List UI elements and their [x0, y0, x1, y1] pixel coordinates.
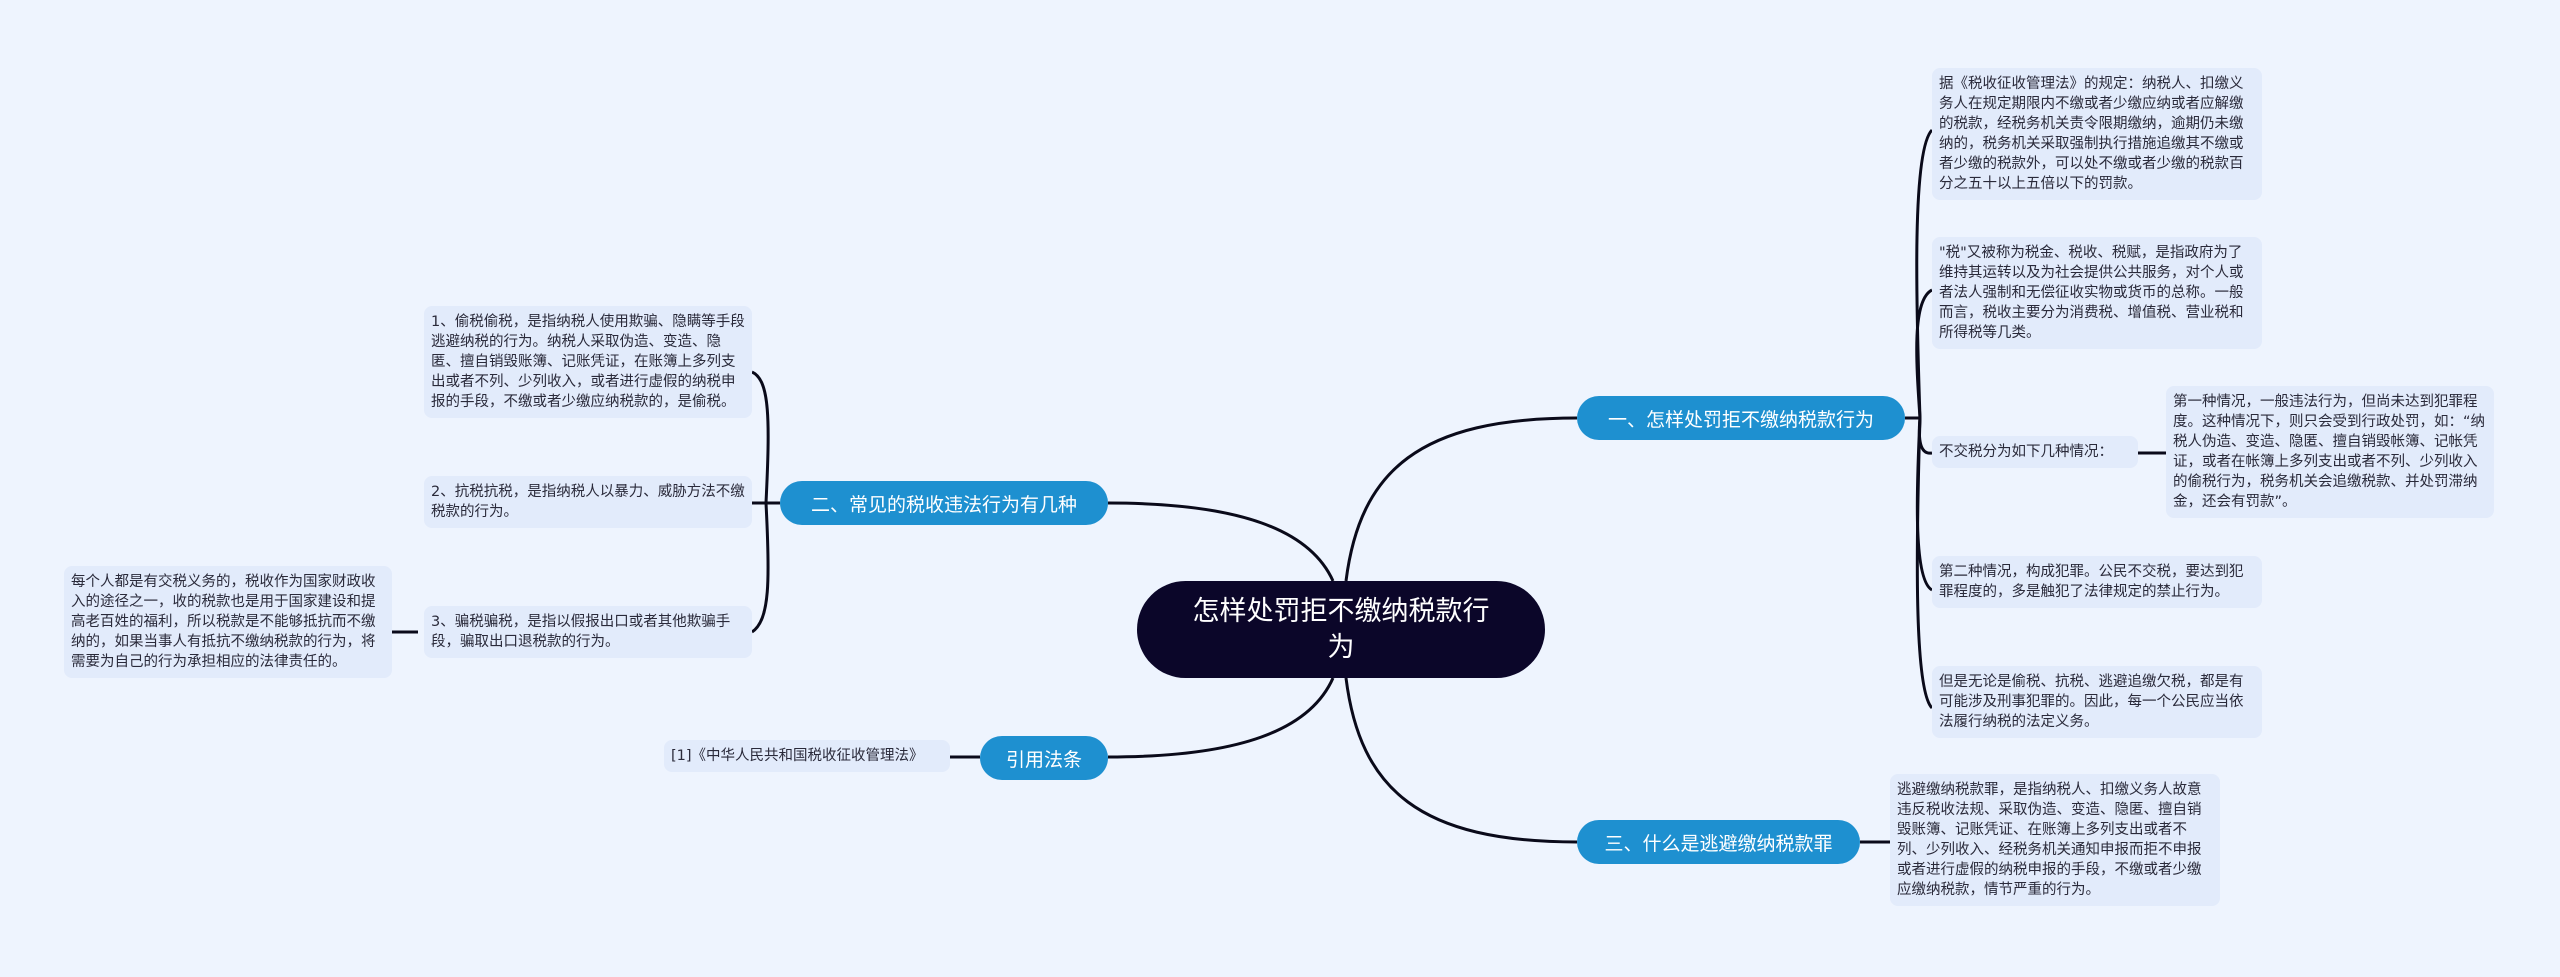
leaf-text: 但是无论是偷税、抗税、逃避追缴欠税，都是有可能涉及刑事犯罪的。因此，每一个公民应…: [1939, 674, 2244, 730]
leaf-case-one[interactable]: 第一种情况，一般违法行为，但尚未达到犯罪程度。这种情况下，则只会受到行政处罚，如…: [2166, 386, 2494, 518]
leaf-tax-fraud[interactable]: 3、骗税骗税，是指以假报出口或者其他欺骗手段，骗取出口退税款的行为。: [424, 606, 752, 658]
branch-penalty[interactable]: 一、怎样处罚拒不缴纳税款行为: [1577, 396, 1905, 440]
leaf-text: 2、抗税抗税，是指纳税人以暴力、威胁方法不缴税款的行为。: [431, 484, 745, 520]
leaf-case-two[interactable]: 第二种情况，构成犯罪。公民不交税，要达到犯罪程度的，多是触犯了法律规定的禁止行为…: [1932, 556, 2262, 608]
leaf-text: "税"又被称为税金、税收、税赋，是指政府为了维持其运转以及为社会提供公共服务，对…: [1939, 245, 2244, 341]
leaf-text: 第一种情况，一般违法行为，但尚未达到犯罪程度。这种情况下，则只会受到行政处罚，如…: [2173, 394, 2486, 510]
leaf-text: 每个人都是有交税义务的，税收作为国家财政收入的途径之一，收的税款也是用于国家建设…: [71, 574, 376, 670]
leaf-tax-definition[interactable]: "税"又被称为税金、税收、税赋，是指政府为了维持其运转以及为社会提供公共服务，对…: [1932, 237, 2262, 349]
leaf-tax-obligation[interactable]: 每个人都是有交税义务的，税收作为国家财政收入的途径之一，收的税款也是用于国家建设…: [64, 566, 392, 678]
leaf-text: 据《税收征收管理法》的规定：纳税人、扣缴义务人在规定期限内不缴或者少缴应纳或者应…: [1939, 76, 2244, 192]
leaf-law-citation[interactable]: [1]《中华人民共和国税收征收管理法》: [664, 740, 950, 772]
leaf-nonpayment-cases[interactable]: 不交税分为如下几种情况：: [1932, 436, 2138, 468]
leaf-text: 3、骗税骗税，是指以假报出口或者其他欺骗手段，骗取出口退税款的行为。: [431, 614, 731, 650]
branch-cited-law[interactable]: 引用法条: [980, 736, 1108, 780]
branch-evasion-crime[interactable]: 三、什么是逃避缴纳税款罪: [1577, 820, 1860, 864]
leaf-text: [1]《中华人民共和国税收征收管理法》: [671, 748, 924, 764]
leaf-evasion-crime-definition[interactable]: 逃避缴纳税款罪，是指纳税人、扣缴义务人故意违反税收法规、采取伪造、变造、隐匿、擅…: [1890, 774, 2220, 906]
branch-label: 引用法条: [1005, 748, 1082, 771]
leaf-tax-resistance[interactable]: 2、抗税抗税，是指纳税人以暴力、威胁方法不缴税款的行为。: [424, 476, 752, 528]
leaf-tax-evasion[interactable]: 1、偷税偷税，是指纳税人使用欺骗、隐瞒等手段逃避纳税的行为。纳税人采取伪造、变造…: [424, 306, 752, 418]
leaf-text: 1、偷税偷税，是指纳税人使用欺骗、隐瞒等手段逃避纳税的行为。纳税人采取伪造、变造…: [431, 314, 745, 410]
leaf-text: 第二种情况，构成犯罪。公民不交税，要达到犯罪程度的，多是触犯了法律规定的禁止行为…: [1939, 564, 2244, 600]
leaf-civic-duty[interactable]: 但是无论是偷税、抗税、逃避追缴欠税，都是有可能涉及刑事犯罪的。因此，每一个公民应…: [1932, 666, 2262, 738]
branch-label: 三、什么是逃避缴纳税款罪: [1604, 832, 1833, 855]
root-node[interactable]: 怎样处罚拒不缴纳税款行为: [1137, 581, 1545, 678]
leaf-law-provision[interactable]: 据《税收征收管理法》的规定：纳税人、扣缴义务人在规定期限内不缴或者少缴应纳或者应…: [1932, 68, 2262, 200]
leaf-text: 不交税分为如下几种情况：: [1939, 444, 2113, 460]
root-label: 怎样处罚拒不缴纳税款行为: [1192, 595, 1490, 663]
branch-tax-violations[interactable]: 二、常见的税收违法行为有几种: [780, 481, 1108, 525]
branch-label: 一、怎样处罚拒不缴纳税款行为: [1607, 408, 1874, 431]
leaf-text: 逃避缴纳税款罪，是指纳税人、扣缴义务人故意违反税收法规、采取伪造、变造、隐匿、擅…: [1897, 782, 2202, 898]
branch-label: 二、常见的税收违法行为有几种: [810, 493, 1077, 516]
